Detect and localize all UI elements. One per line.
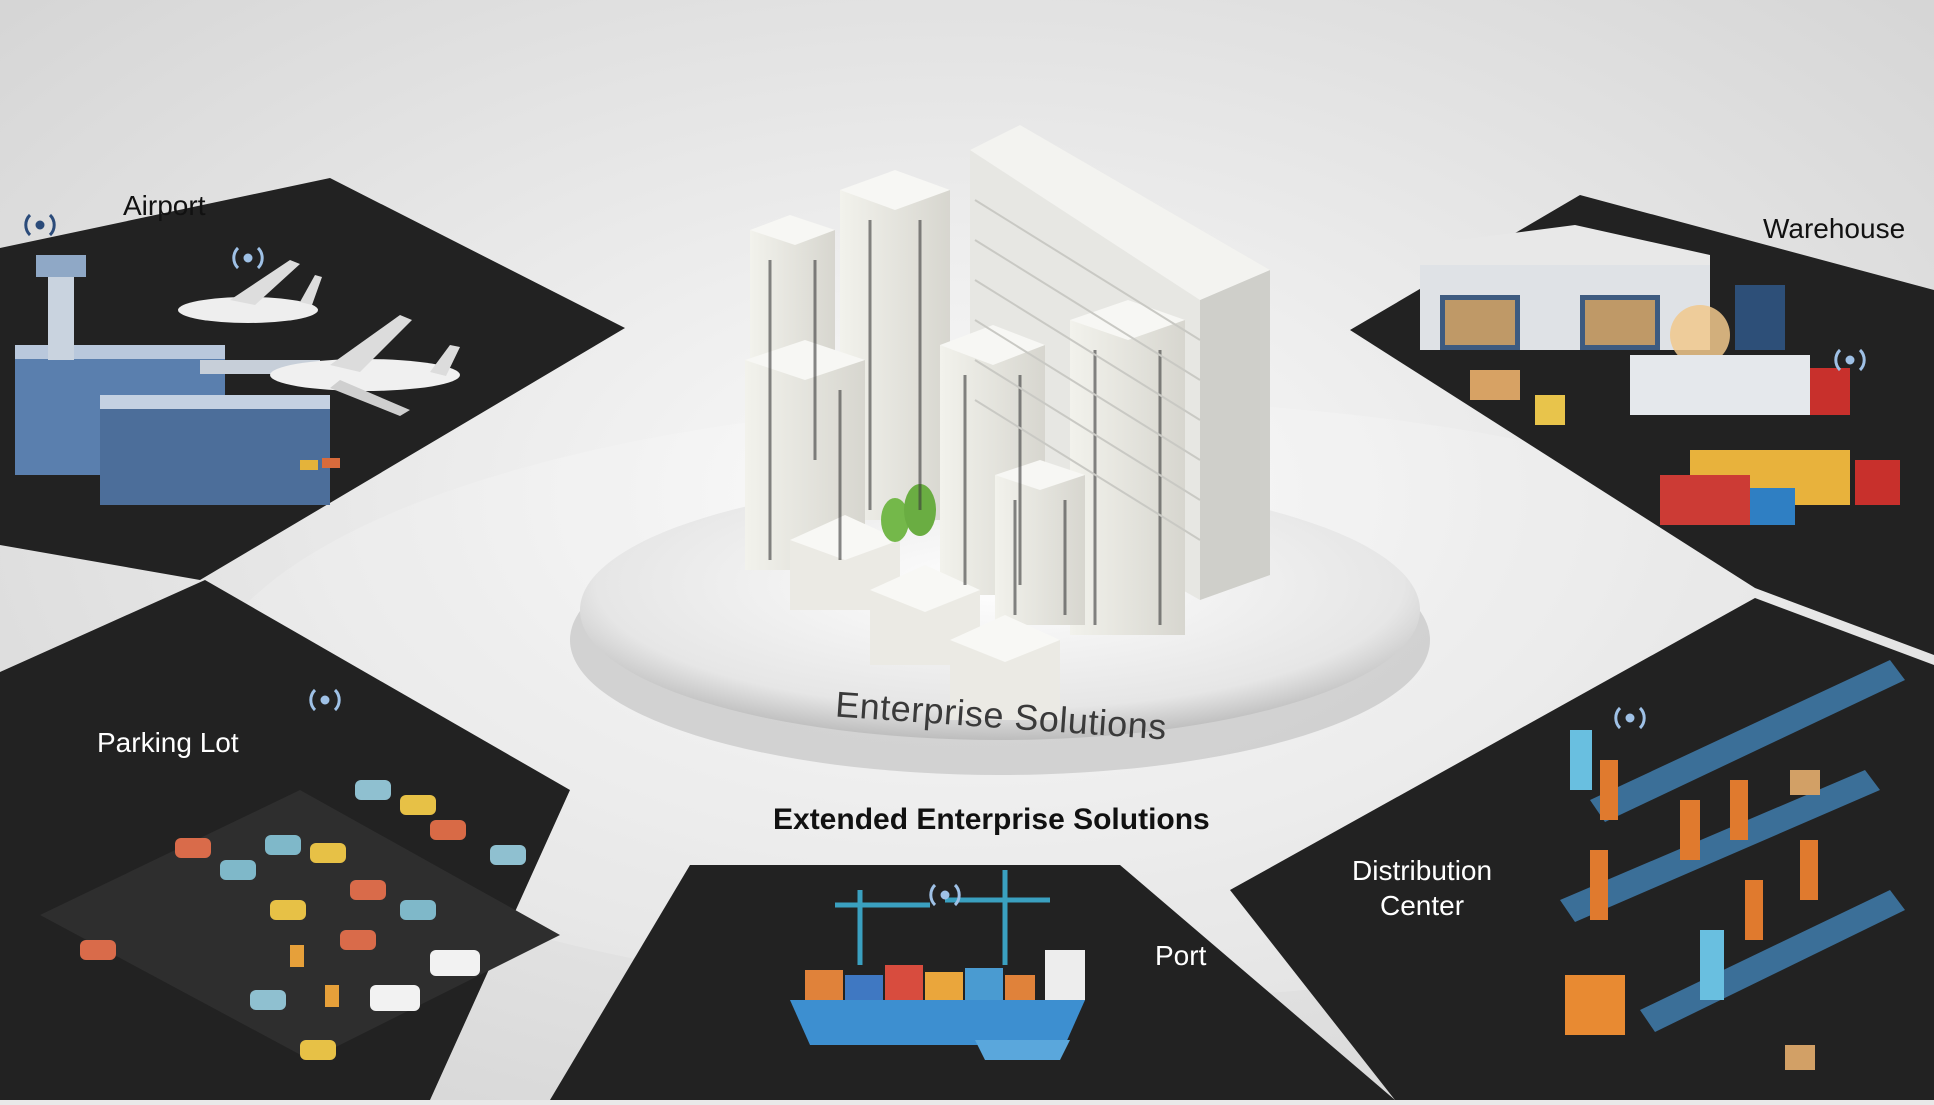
wifi-icon: [232, 246, 264, 270]
wifi-icon: [1834, 348, 1866, 372]
skyscraper-cluster: [745, 125, 1270, 720]
port-illustration: [790, 870, 1085, 1060]
port-label: Port: [1155, 940, 1207, 971]
parking-lot-label: Parking Lot: [97, 727, 239, 758]
wifi-icon: [309, 688, 341, 712]
distribution-center-label-line2: Center: [1380, 890, 1465, 921]
warehouse-illustration: [1420, 225, 1900, 525]
airport-label: Airport: [123, 190, 206, 221]
wifi-icon: [1614, 706, 1646, 730]
parking-illustration: [40, 780, 560, 1060]
airport-illustration: [15, 255, 460, 505]
extended-enterprise-title: Extended Enterprise Solutions: [773, 803, 1210, 836]
wifi-icon: [24, 213, 56, 237]
distribution-center-label-line1: Distribution: [1352, 855, 1493, 886]
distribution-illustration: [1560, 660, 1905, 1070]
warehouse-label: Warehouse: [1763, 213, 1906, 244]
wifi-icon: [929, 883, 961, 907]
